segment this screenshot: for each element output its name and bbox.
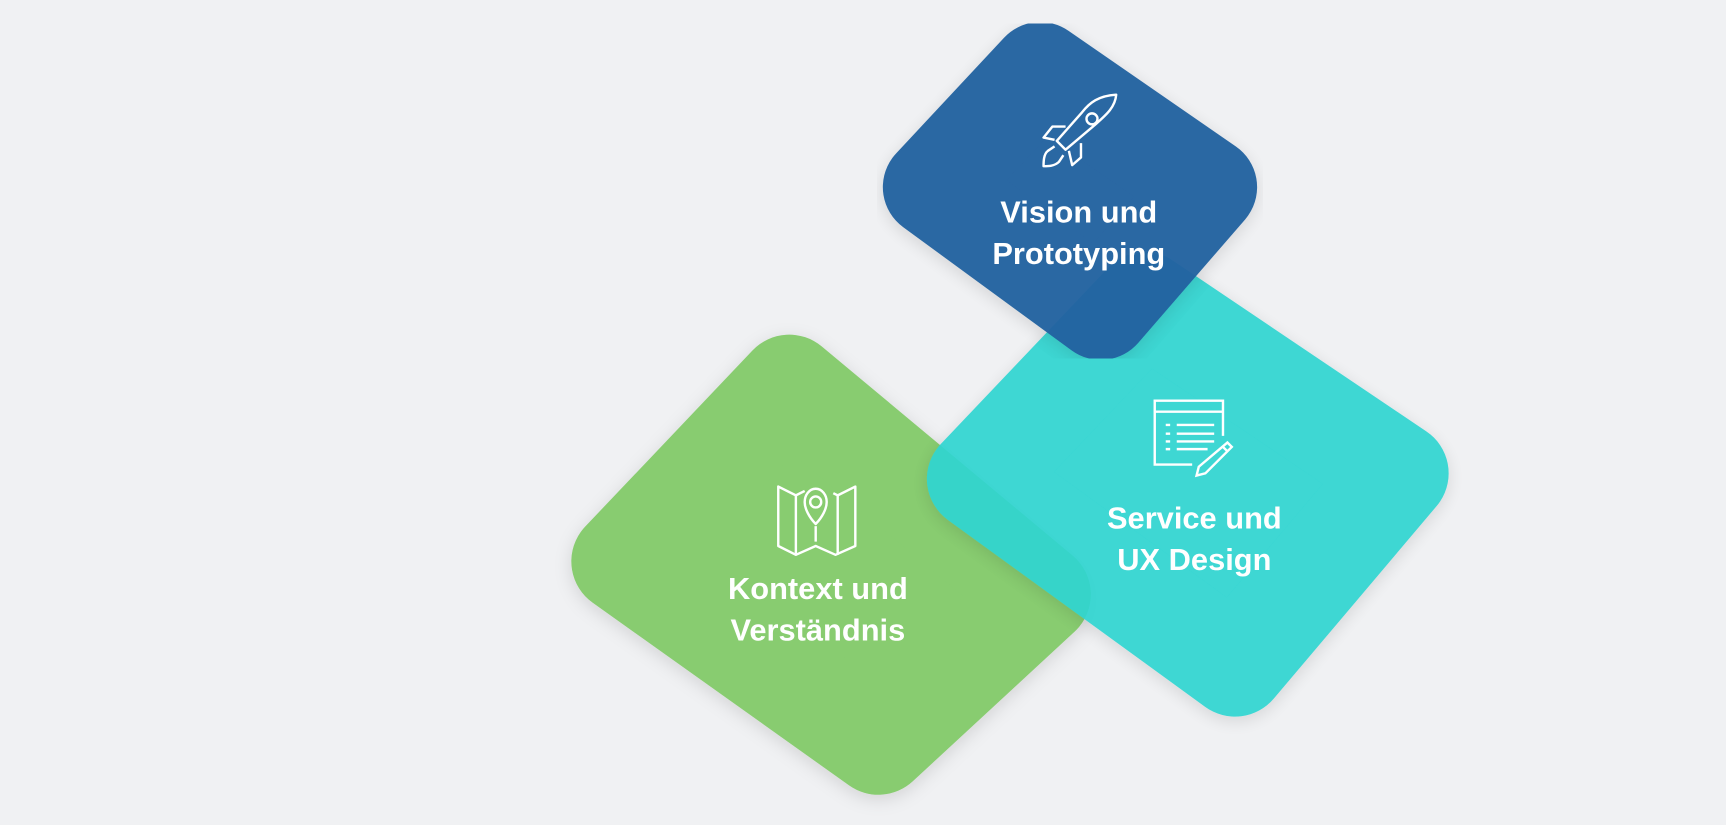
- rocket-icon: [1042, 93, 1118, 168]
- map-pin-icon: [777, 485, 857, 557]
- label-line: UX Design: [1117, 542, 1272, 577]
- label-line: Prototyping: [992, 236, 1166, 271]
- label-line: Verständnis: [730, 613, 906, 648]
- label-line: Kontext und: [728, 571, 908, 606]
- label-line: Vision und: [1000, 194, 1158, 229]
- label-line: Service und: [1106, 500, 1282, 535]
- card-vision-shape: [882, 22, 1258, 360]
- card-service-label: Service und UX Design: [1051, 498, 1337, 582]
- card-vision-label: Vision und Prototyping: [936, 192, 1222, 276]
- card-service-shape: [926, 252, 1449, 717]
- document-edit-icon: [1153, 399, 1234, 478]
- card-kontext-label: Kontext und Verständnis: [675, 568, 961, 652]
